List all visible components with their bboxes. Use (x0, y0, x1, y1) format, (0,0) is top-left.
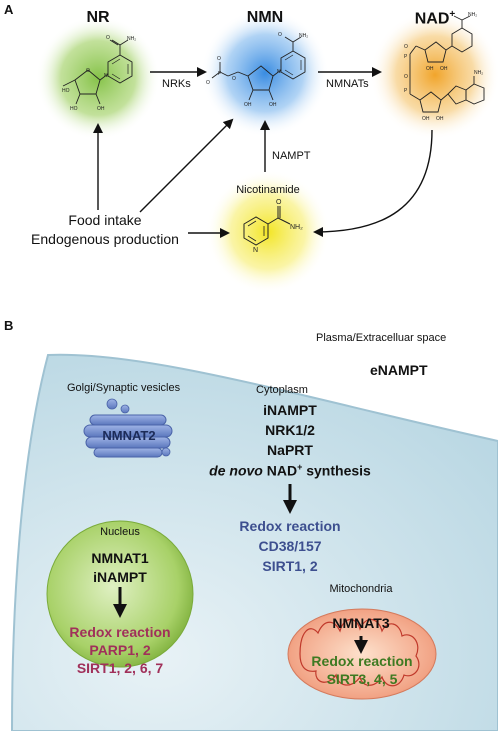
cytoplasm-item-nrk: NRK1/2 (265, 422, 315, 438)
svg-text:NH₂: NH₂ (290, 224, 303, 231)
panel-b-letter: B (4, 318, 14, 333)
nucleus-redox-title: Redox reaction (69, 624, 171, 640)
svg-text:NH₂: NH₂ (127, 36, 136, 42)
svg-text:P: P (404, 54, 408, 60)
source-food-intake: Food intake (68, 212, 142, 228)
source-endogenous-production: Endogenous production (31, 231, 179, 247)
svg-text:HO: HO (62, 88, 70, 94)
cytoplasm-item-inampt: iNAMPT (263, 402, 317, 418)
svg-text:NH₂: NH₂ (474, 70, 483, 76)
svg-text:NH₂: NH₂ (468, 12, 477, 18)
nicotinamide-molecule (243, 206, 291, 246)
extracellular-label: Plasma/Extracelluar space (316, 332, 447, 344)
de-novo-italic: de novo (209, 462, 263, 479)
nucleus-item-inampt: iNAMPT (93, 569, 147, 585)
svg-text:NH₂: NH₂ (299, 33, 308, 39)
svg-text:OH: OH (269, 102, 277, 108)
arrow-food-nmn (139, 118, 234, 213)
nucleus-label: Nucleus (100, 526, 140, 538)
edge-label-nmnats: NMNATs (326, 78, 369, 90)
nad-superscript: + (449, 9, 456, 20)
enampt-label: eNAMPT (370, 362, 428, 378)
svg-text:OH: OH (426, 66, 434, 72)
svg-text:O: O (106, 35, 110, 41)
svg-text:P: P (404, 88, 408, 94)
mitochondria-enzyme: NMNAT3 (332, 615, 390, 631)
svg-text:N: N (253, 247, 258, 254)
de-novo-sup: + (297, 462, 303, 472)
nad-molecule (409, 15, 485, 113)
svg-text:O: O (232, 76, 236, 82)
nr-title: NR (86, 9, 110, 26)
panel-a-letter: A (4, 2, 14, 17)
golgi-enzyme: NMNAT2 (102, 428, 156, 443)
cytoplasm-de-novo: de novo NAD+ synthesis (190, 462, 390, 479)
svg-text:O: O (404, 74, 408, 80)
svg-text:O: O (206, 80, 210, 86)
arrow-nad-nam (313, 129, 433, 237)
mitochondria-label: Mitochondria (329, 583, 393, 595)
nucleus-redox-parp: PARP1, 2 (89, 642, 151, 658)
svg-text:N: N (277, 69, 281, 75)
nmn-glow (201, 9, 329, 137)
svg-text:O: O (86, 68, 90, 74)
svg-text:OH: OH (244, 102, 252, 108)
svg-text:OH: OH (422, 116, 430, 122)
de-novo-synthesis: synthesis (306, 462, 371, 479)
cytoplasm-redox-title: Redox reaction (239, 518, 341, 534)
svg-text:OH: OH (440, 66, 448, 72)
svg-text:OH: OH (436, 116, 444, 122)
mitochondria-cristae (299, 618, 420, 687)
svg-text:N: N (104, 73, 108, 79)
panel-a-diagram: HO HO OH O N NH₂ O O O P O OH OH N NH₂ O (36, 9, 498, 294)
mitochondria-redox-title: Redox reaction (311, 653, 413, 669)
mitochondria-body (287, 608, 437, 700)
svg-text:O: O (276, 199, 282, 206)
de-novo-nad: NAD (266, 462, 298, 479)
svg-text:O: O (278, 32, 282, 38)
nmn-molecule (211, 36, 306, 101)
svg-text:HO: HO (70, 106, 78, 112)
nad-title: NAD+ (414, 9, 456, 28)
panel-b-diagram (10, 353, 498, 731)
cytoplasm-redox-cd38: CD38/157 (258, 538, 322, 554)
cytoplasm-redox-sirt: SIRT1, 2 (262, 558, 318, 574)
svg-text:P: P (218, 71, 222, 77)
nucleus-redox-sirt: SIRT1, 2, 6, 7 (76, 660, 164, 676)
nicotinamide-title: Nicotinamide (236, 184, 300, 196)
golgi-label: Golgi/Synaptic vesicles (67, 382, 181, 394)
nr-molecule (62, 39, 133, 105)
nad-glow (370, 10, 498, 140)
nucleus-item-nmnat1: NMNAT1 (91, 550, 149, 566)
svg-text:O: O (217, 56, 221, 62)
mitochondria-redox-sirt: SIRT3, 4, 5 (326, 671, 398, 687)
svg-text:O: O (404, 44, 408, 50)
golgi-apparatus (83, 398, 173, 458)
edge-label-nrks: NRKs (162, 78, 191, 90)
svg-text:OH: OH (97, 106, 105, 112)
edge-label-nampt: NAMPT (272, 150, 311, 162)
nmn-title: NMN (246, 9, 284, 26)
cytoplasm-label: Cytoplasm (256, 384, 308, 396)
cytoplasm-item-naprt: NaPRT (267, 442, 313, 458)
